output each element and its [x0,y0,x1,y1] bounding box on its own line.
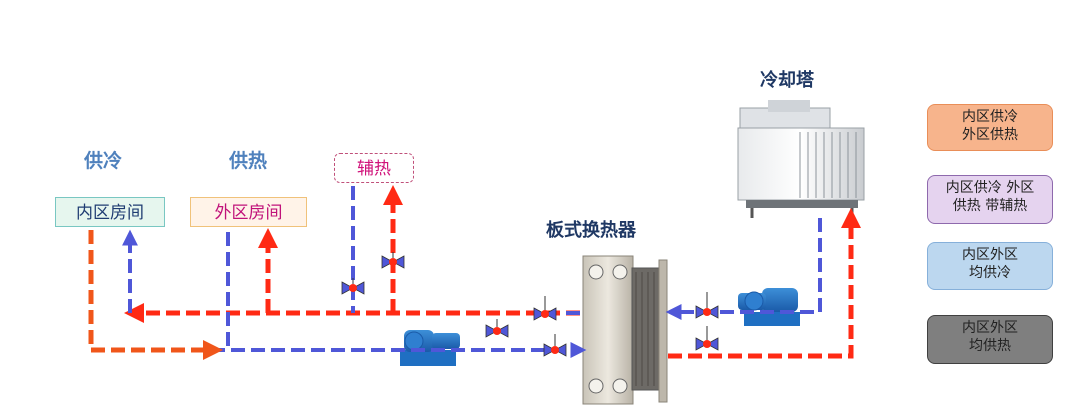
valve-icon [485,319,509,338]
legend-line: 内区外区 [962,247,1018,263]
legend-line: 外区供热 [962,127,1018,143]
valve-icon [695,326,719,351]
mixed-pipe [88,230,223,360]
valve-icon [695,292,719,319]
legend-line: 均供冷 [969,265,1011,281]
cooling-tower-icon [737,100,865,218]
cold-pipe [665,218,822,320]
inner-room-box: 内区房间 [55,197,165,227]
legend-item: 内区供冷 外区供热 [927,104,1053,151]
legend-line: 均供热 [969,338,1011,354]
plate-heat-exchanger-icon [582,255,668,405]
legend-item: 内区供冷 外区 供热 带辅热 [927,175,1053,224]
valve-icon [381,252,405,269]
plate-heat-exchanger-label: 板式换热器 [546,220,636,241]
outer-room-box: 外区房间 [190,197,307,227]
valve-icon [533,296,557,321]
legend-line: 内区外区 [962,320,1018,336]
supply-cold-label: 供冷 [84,150,123,172]
valve-icon [543,334,567,357]
supply-heat-label: 供热 [229,150,268,172]
cooling-tower-label: 冷却塔 [760,70,814,91]
legend-item: 内区外区 均供热 [927,315,1053,364]
aux-heat-box: 辅热 [334,153,414,183]
hot-pipe [668,208,861,359]
pump-icon [400,330,460,366]
legend-line: 内区供冷 外区 [945,180,1035,196]
pump-icon [738,288,800,326]
legend-line: 供热 带辅热 [952,198,1028,214]
legend-item: 内区外区 均供冷 [927,242,1053,290]
valve-icon [341,278,365,295]
legend-line: 内区供冷 [962,109,1018,125]
